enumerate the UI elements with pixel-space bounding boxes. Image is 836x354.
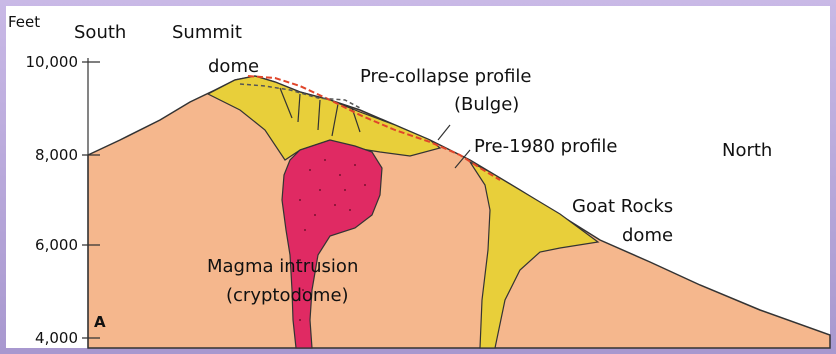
pre-collapse-label-line2: (Bulge) (454, 94, 519, 115)
tick-4000: 4,000 (35, 329, 78, 347)
summit-dome-label-line2: dome (208, 56, 259, 77)
magma-label-line2: (cryptodome) (226, 285, 349, 306)
pre-collapse-label-line1: Pre-collapse profile (360, 66, 532, 87)
panel-letter: A (94, 313, 106, 331)
summit-dome-label-line1: Summit (172, 22, 242, 43)
mountain-cross-section (88, 76, 830, 348)
north-label: North (722, 140, 772, 161)
south-label: South (74, 22, 126, 43)
tick-10000: 10,000 (26, 53, 79, 71)
axis-unit-label: Feet (8, 13, 40, 31)
tick-6000: 6,000 (35, 236, 78, 254)
pre-1980-label: Pre-1980 profile (474, 136, 618, 157)
tick-8000: 8,000 (35, 146, 78, 164)
goat-rocks-label-line2: dome (622, 225, 673, 246)
magma-label-line1: Magma intrusion (207, 256, 358, 277)
goat-rocks-label-line1: Goat Rocks (572, 196, 673, 217)
